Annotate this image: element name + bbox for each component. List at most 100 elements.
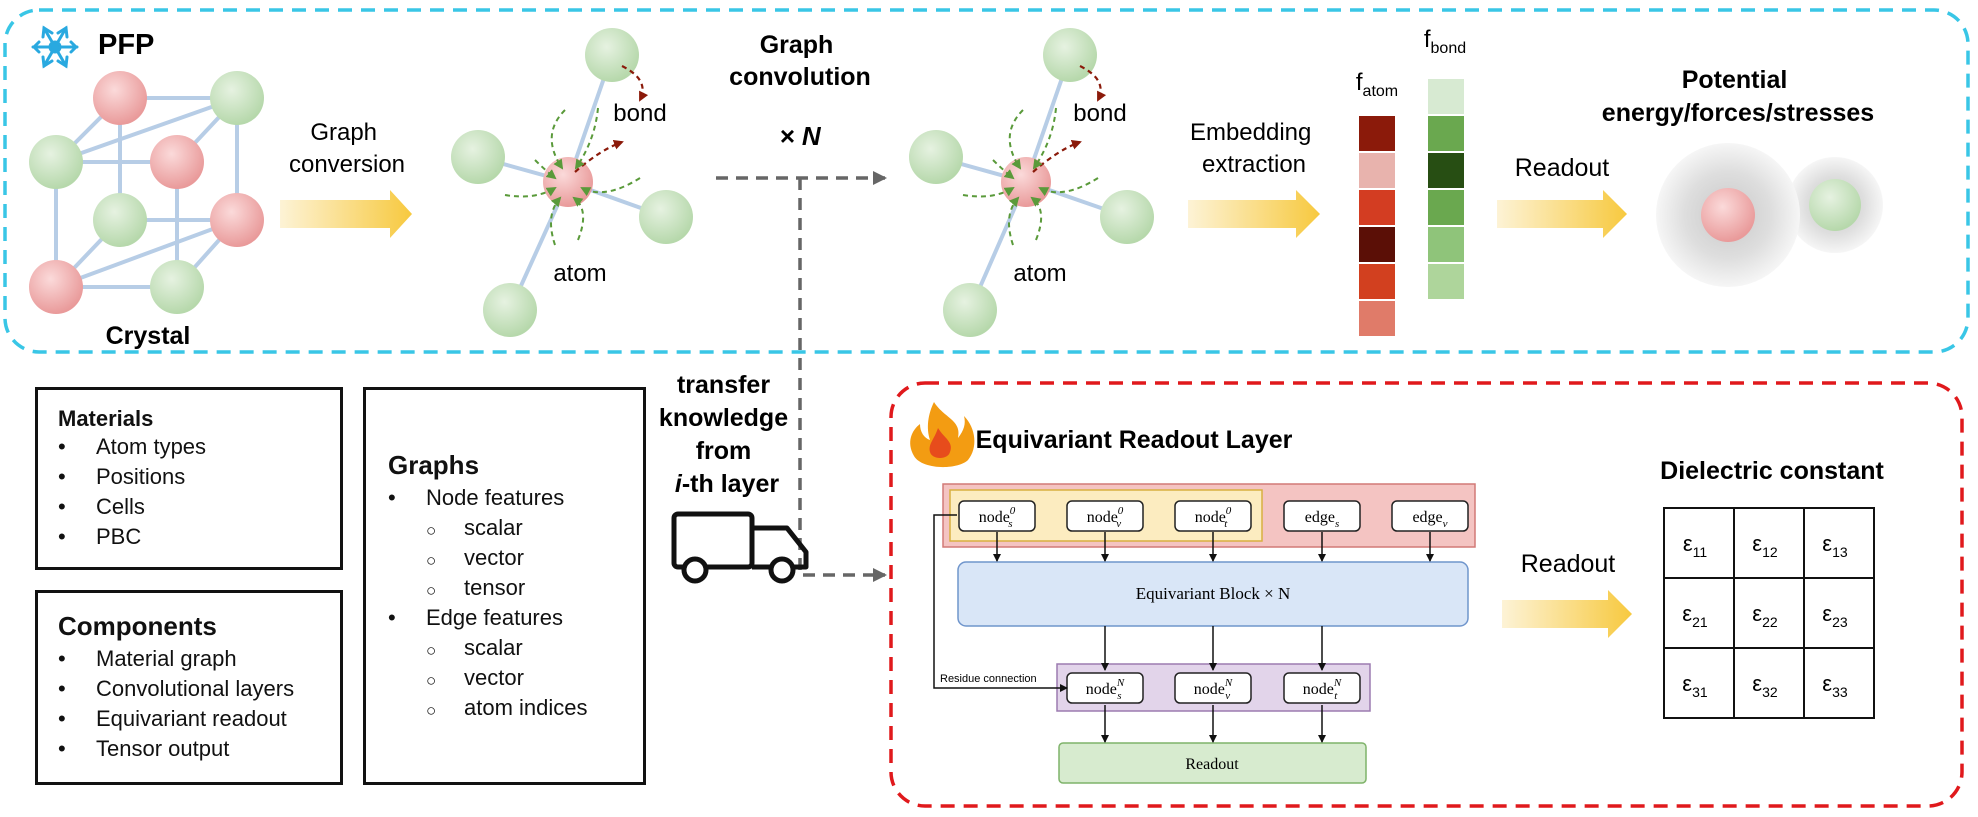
atom-label-2: atom bbox=[1013, 260, 1066, 287]
edge-feature-subitem: vector bbox=[426, 663, 643, 696]
f-atom-cell bbox=[1359, 301, 1395, 336]
residue-connection-label: Residue connection bbox=[940, 673, 1037, 685]
dielectric-title: Dielectric constant bbox=[1660, 457, 1884, 485]
materials-item: Atom types bbox=[58, 432, 340, 462]
dielectric-cell-label: ε33 bbox=[1822, 671, 1848, 700]
embedding-extraction-label: Embedding extraction bbox=[1190, 119, 1318, 178]
edge-features-item: Edge features bbox=[388, 603, 643, 633]
output-token-box bbox=[1174, 672, 1252, 704]
graph-conversion-label: Graph conversion bbox=[289, 119, 405, 178]
materials-list: Atom types Positions Cells PBC bbox=[58, 432, 340, 552]
crystal-atoms bbox=[29, 71, 264, 314]
input-token-label: edgev bbox=[1412, 509, 1447, 530]
readout-layer-title: Equivariant Readout Layer bbox=[976, 426, 1293, 454]
snowflake-icon bbox=[31, 25, 79, 69]
crystal-label: Crystal bbox=[106, 322, 191, 350]
graphs-list-2: Edge features bbox=[388, 603, 643, 633]
dielectric-cell-label: ε11 bbox=[1683, 531, 1708, 560]
edge-feature-subitem: scalar bbox=[426, 633, 643, 666]
flame-icon bbox=[910, 402, 975, 468]
dielectric-cell bbox=[1663, 507, 1735, 579]
dielectric-cell bbox=[1663, 577, 1735, 649]
input-token-box bbox=[1066, 500, 1144, 532]
f-bond-cell bbox=[1428, 116, 1464, 151]
dielectric-cell bbox=[1663, 647, 1735, 719]
components-item: Equivariant readout bbox=[58, 704, 340, 734]
readout-box bbox=[1058, 742, 1367, 784]
graph-conversion-arrow bbox=[280, 190, 412, 238]
readout-label-top: Readout bbox=[1515, 154, 1610, 182]
f-atom-cell bbox=[1359, 153, 1395, 188]
dielectric-cell bbox=[1803, 507, 1875, 579]
bond-label-1: bond bbox=[613, 100, 666, 127]
f-bond-cell bbox=[1428, 79, 1464, 114]
components-item: Convolutional layers bbox=[58, 674, 340, 704]
f-atom-cell bbox=[1359, 190, 1395, 225]
readout-label-bottom: Readout bbox=[1521, 550, 1616, 578]
dielectric-cell-label: ε13 bbox=[1822, 531, 1848, 560]
node-features-item: Node features bbox=[388, 483, 643, 513]
readout-frame bbox=[889, 381, 1964, 808]
edge-features-sublist: scalar vector atom indices bbox=[426, 633, 643, 726]
components-list: Material graph Convolutional layers Equi… bbox=[58, 644, 340, 764]
times-n-label: × N bbox=[779, 121, 821, 151]
components-item: Tensor output bbox=[58, 734, 340, 764]
dielectric-cell bbox=[1733, 577, 1805, 649]
truck-icon bbox=[671, 511, 809, 584]
materials-box: Materials Atom types Positions Cells PBC bbox=[35, 387, 343, 570]
potential-atoms bbox=[1656, 143, 1883, 287]
readout-box-label: Readout bbox=[1185, 756, 1239, 773]
f-bond-cell bbox=[1428, 153, 1464, 188]
dielectric-cell-label: ε32 bbox=[1752, 671, 1778, 700]
graph-convolution-label: Graph convolution bbox=[729, 31, 871, 91]
f-atom-cell bbox=[1359, 227, 1395, 262]
equivariant-block-label: Equivariant Block × N bbox=[1136, 584, 1291, 603]
components-title: Components bbox=[58, 611, 217, 641]
atom-label-1: atom bbox=[553, 260, 606, 287]
output-token-box bbox=[1283, 672, 1361, 704]
dielectric-cell bbox=[1803, 577, 1875, 649]
dielectric-cell bbox=[1733, 647, 1805, 719]
dielectric-cell-label: ε31 bbox=[1682, 671, 1708, 700]
pfp-title: PFP bbox=[98, 29, 154, 61]
edge-feature-subitem: atom indices bbox=[426, 693, 643, 726]
node-features-sublist: scalar vector tensor bbox=[426, 513, 643, 606]
components-box: Components Material graph Convolutional … bbox=[35, 590, 343, 785]
dielectric-cell-label: ε21 bbox=[1682, 601, 1708, 630]
pfp-frame bbox=[3, 8, 1970, 354]
input-token-box bbox=[958, 500, 1036, 532]
f-bond-cell bbox=[1428, 190, 1464, 225]
input-token-box bbox=[1174, 500, 1252, 532]
node-feature-subitem: vector bbox=[426, 543, 643, 576]
graphs-title: Graphs bbox=[388, 450, 480, 480]
readout-arrow-top bbox=[1497, 190, 1627, 238]
dielectric-cell bbox=[1733, 507, 1805, 579]
f-atom-label: fatom bbox=[1356, 69, 1398, 100]
graph-before bbox=[451, 28, 693, 337]
materials-item: Cells bbox=[58, 492, 340, 522]
transfer-text: transfer knowledge from i-th layer bbox=[659, 371, 795, 498]
dielectric-cell-label: ε12 bbox=[1752, 531, 1778, 560]
f-atom-bar bbox=[1359, 116, 1395, 336]
graph-after bbox=[909, 28, 1154, 337]
node-feature-subitem: tensor bbox=[426, 573, 643, 606]
input-token-box bbox=[1391, 500, 1469, 532]
materials-item: Positions bbox=[58, 462, 340, 492]
materials-item: PBC bbox=[58, 522, 340, 552]
input-token-box bbox=[1283, 500, 1361, 532]
input-token-label: edges bbox=[1305, 509, 1339, 530]
potential-label: Potential energy/forces/stresses bbox=[1602, 66, 1874, 127]
components-item: Material graph bbox=[58, 644, 340, 674]
f-bond-cell bbox=[1428, 227, 1464, 262]
dielectric-cell-label: ε23 bbox=[1822, 601, 1848, 630]
